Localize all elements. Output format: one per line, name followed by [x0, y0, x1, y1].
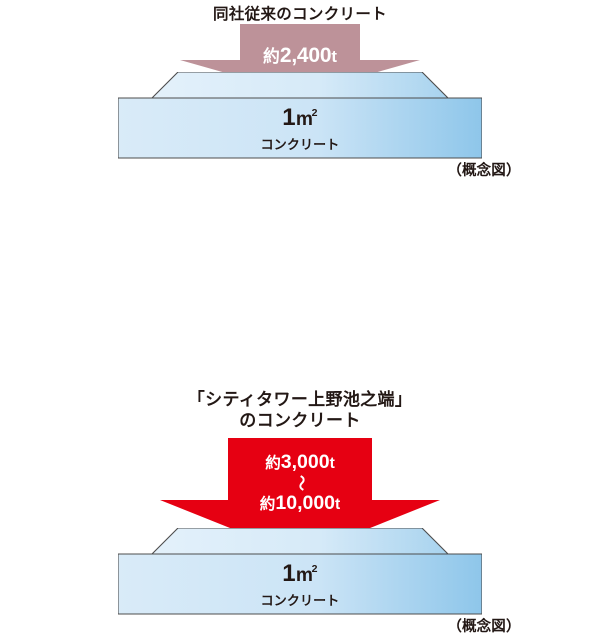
footnote-conventional: （概念図） — [447, 163, 521, 179]
heading-citytower-concrete: 「シティタワー上野池之端」 のコンクリート — [187, 390, 413, 430]
panel-conventional-concrete: 同社従来のコンクリート 約2,400t — [0, 0, 600, 190]
footnote-citytower: （概念図） — [447, 619, 521, 635]
panel-citytower-concrete: 「シティタワー上野池之端」 のコンクリート 約3,000t 〜 約10,000t — [0, 190, 600, 635]
concrete-slab-citytower: 1m2 コンクリート — [118, 528, 482, 620]
heading-conventional-concrete: 同社従来のコンクリート — [213, 6, 387, 23]
concrete-slab-citytower-shape — [118, 528, 482, 615]
concrete-slab-conventional: 1m2 コンクリート — [118, 72, 482, 164]
concrete-slab-conventional-shape — [118, 72, 482, 159]
